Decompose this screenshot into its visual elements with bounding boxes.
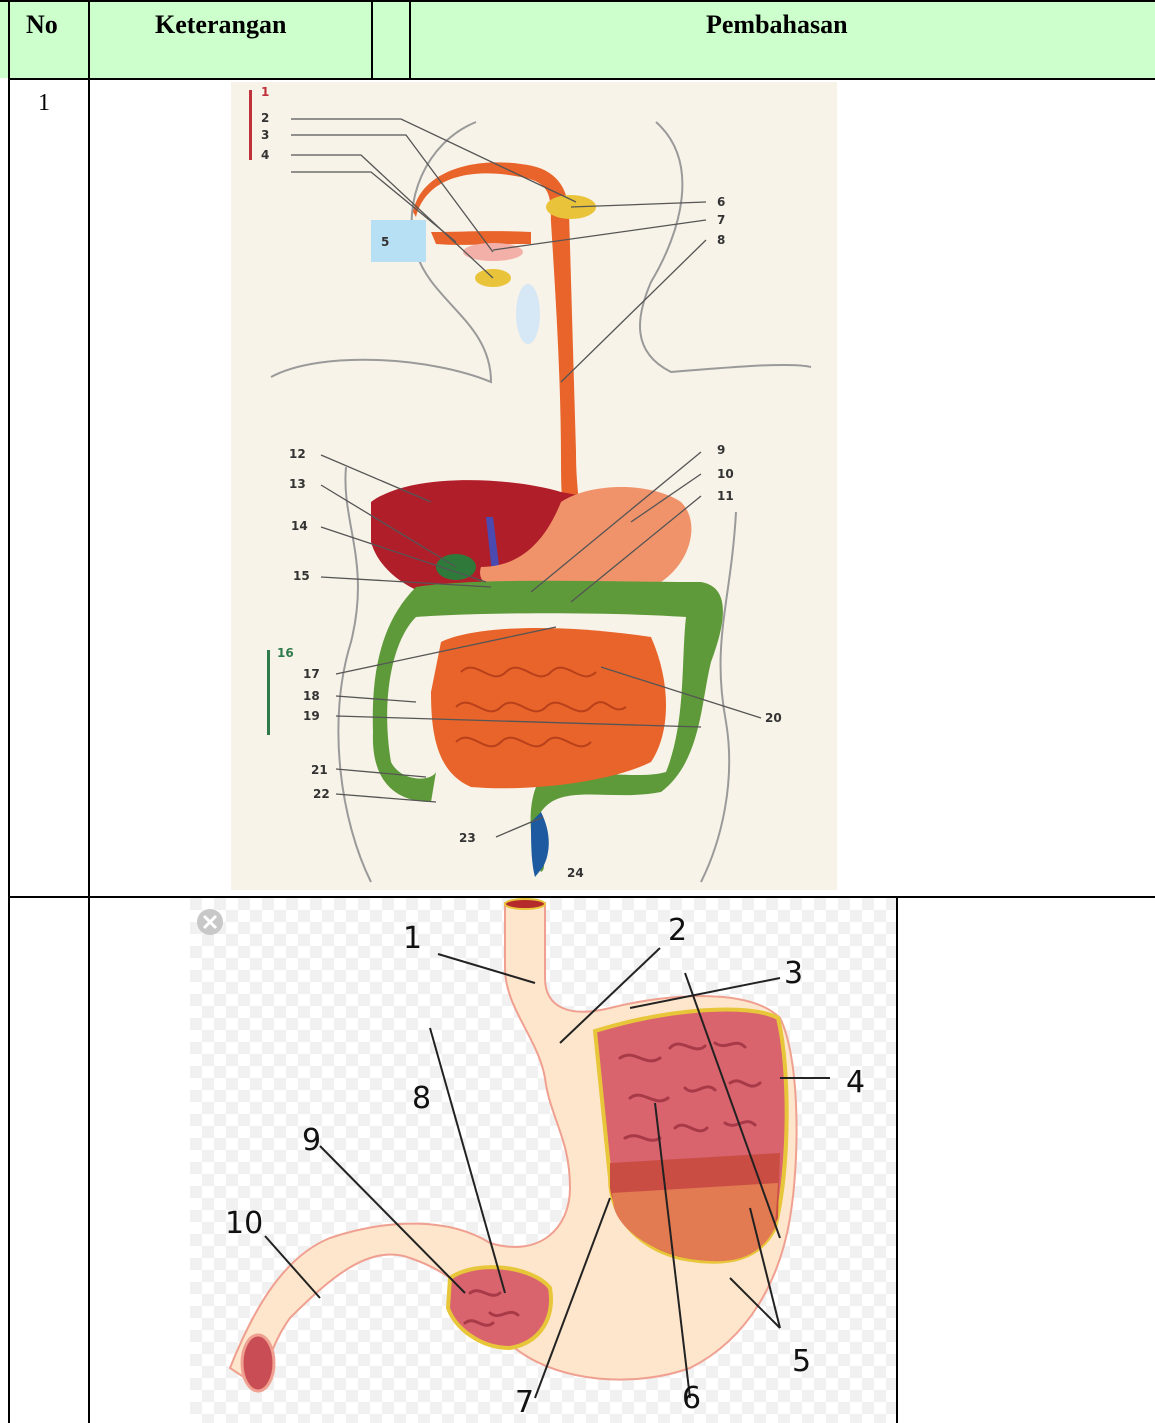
fig1-label-23: 23 <box>459 831 476 845</box>
fig1-label-3: 3 <box>261 128 269 142</box>
fig1-label-16: 16 <box>277 646 294 660</box>
table-border-top <box>0 0 1155 2</box>
figure2-right-border <box>896 896 898 1423</box>
fig1-label-14: 14 <box>291 519 308 533</box>
fig1-label-12: 12 <box>289 447 306 461</box>
col-divider-1 <box>88 0 90 1423</box>
table-border-left <box>8 0 10 1423</box>
fig1-label-5: 5 <box>381 235 389 249</box>
fig1-label-4: 4 <box>261 148 269 162</box>
fig2-label-5: 5 <box>792 1344 811 1379</box>
fig2-label-8: 8 <box>412 1081 431 1116</box>
fig2-label-2: 2 <box>668 913 687 948</box>
fig1-label-1: 1 <box>261 85 269 99</box>
fig1-label-7: 7 <box>717 213 725 227</box>
fig1-label-24: 24 <box>567 866 584 880</box>
fig1-label-11: 11 <box>717 489 734 503</box>
fig2-label-4: 4 <box>846 1065 865 1100</box>
fig2-label-7: 7 <box>515 1385 534 1420</box>
fig1-label-2: 2 <box>261 111 269 125</box>
fig1-label-18: 18 <box>303 689 320 703</box>
fig1-label-22: 22 <box>313 787 330 801</box>
fig2-label-6: 6 <box>682 1381 701 1416</box>
fig1-label-10: 10 <box>717 467 734 481</box>
close-circle-icon[interactable] <box>197 909 223 935</box>
fig1-label-13: 13 <box>289 477 306 491</box>
fig1-label-21: 21 <box>311 763 328 777</box>
fig1-label-6: 6 <box>717 195 725 209</box>
header-no: No <box>26 10 58 40</box>
digestive-system-diagram: 1 2 3 4 5 6 7 8 9 10 11 12 13 14 15 16 1… <box>231 82 837 890</box>
fig1-label-15: 15 <box>293 569 310 583</box>
fig2-label-3: 3 <box>784 956 803 991</box>
stomach-diagram: 1 2 3 4 5 6 7 8 9 10 <box>190 898 896 1423</box>
header-pembahasan: Pembahasan <box>706 10 848 40</box>
fig1-label-8: 8 <box>717 233 725 247</box>
fig1-label-20: 20 <box>765 711 782 725</box>
header-bottom-line <box>8 78 1155 80</box>
fig1-label-19: 19 <box>303 709 320 723</box>
col-divider-2 <box>371 0 373 79</box>
col-divider-3 <box>409 0 411 79</box>
fig2-label-9: 9 <box>302 1123 321 1158</box>
fig2-label-1: 1 <box>403 921 422 956</box>
header-keterangan: Keterangan <box>155 10 286 40</box>
fig1-label-17: 17 <box>303 667 320 681</box>
fig2-label-10: 10 <box>225 1206 263 1241</box>
fig1-label-9: 9 <box>717 443 725 457</box>
row-number: 1 <box>38 90 50 117</box>
